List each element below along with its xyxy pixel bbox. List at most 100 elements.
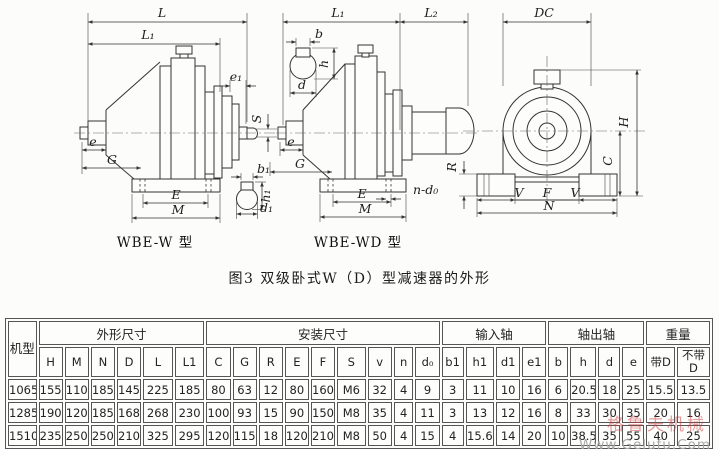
middle-drawing-label: WBE-WD 型 — [314, 235, 402, 251]
table-row: 1285 190 120 185 168 268 230 100 93 15 9… — [8, 402, 710, 423]
cell: 225 — [143, 379, 173, 400]
cell: 20 — [522, 425, 547, 446]
dim-label-e: e — [89, 134, 96, 149]
cell: 16 — [522, 402, 547, 423]
figure-caption: 图3 双级卧式W（D）型减速器的外形 — [228, 271, 491, 287]
cell: 11 — [465, 379, 495, 400]
cell: M8 — [337, 402, 366, 423]
dim-label-b: b — [315, 26, 323, 41]
cell: 115 — [232, 425, 257, 446]
dim-label-e1: e₁ — [230, 69, 242, 84]
cell: 15 — [415, 425, 440, 446]
cell: 155 — [38, 379, 63, 400]
cell: 90 — [284, 402, 309, 423]
dim-label-E: E — [170, 187, 180, 202]
dim-label-V: V — [514, 185, 525, 200]
cell: 235 — [38, 425, 63, 446]
col-header-N: N — [90, 347, 115, 377]
cell: 210 — [116, 425, 142, 446]
cell: 33 — [570, 402, 597, 423]
cell: 120 — [206, 425, 231, 446]
cell: 80 — [206, 379, 231, 400]
dim-label-N: N — [543, 198, 556, 213]
cell: 4 — [393, 402, 414, 423]
cell: 4 — [441, 425, 464, 446]
cell: 190 — [38, 402, 63, 423]
cell: 93 — [232, 402, 257, 423]
cell: 55 — [622, 425, 645, 446]
left-drawing-label: WBE-W 型 — [117, 235, 193, 251]
dim-label-M: M — [358, 201, 373, 216]
cell: 250 — [64, 425, 89, 446]
cell: 12 — [496, 402, 521, 423]
header-group-mounting-dims: 安装尺寸 — [206, 321, 440, 345]
cell: 325 — [143, 425, 173, 446]
col-header-e1: e1 — [522, 347, 547, 377]
cell: 14 — [496, 425, 521, 446]
cell: 15.5 — [646, 379, 675, 400]
drawing-wbe-wd-side-view: b h d — [269, 5, 480, 251]
col-header-G: G — [232, 347, 257, 377]
dim-label-DC: DC — [533, 5, 554, 20]
cell: 18 — [258, 425, 283, 446]
cell: 40 — [646, 425, 675, 446]
col-header-L1: L1 — [174, 347, 205, 377]
cell: 20.5 — [570, 379, 597, 400]
col-header-d1: d1 — [496, 347, 521, 377]
cell: 168 — [116, 402, 142, 423]
col-header-d0: d₀ — [415, 347, 440, 377]
col-header-b1: b1 — [441, 347, 464, 377]
cell: 3 — [441, 402, 464, 423]
col-header-h: h — [570, 347, 597, 377]
cell: 32 — [367, 379, 392, 400]
dim-label-e: e — [287, 134, 294, 149]
cell: 6 — [548, 379, 569, 400]
col-header-S: S — [337, 347, 366, 377]
header-machine-model: 机型 — [8, 321, 37, 377]
cell: 10 — [548, 425, 569, 446]
cell: M6 — [337, 379, 366, 400]
dim-label-M: M — [171, 202, 186, 217]
cell: 50 — [367, 425, 392, 446]
col-header-v: v — [367, 347, 392, 377]
dim-label-h1: h₁ — [258, 189, 273, 202]
header-group-input-shaft: 输入轴 — [441, 321, 547, 345]
dim-label-b1: b₁ — [257, 161, 270, 176]
col-header-L: L — [143, 347, 173, 377]
cell: 15 — [258, 402, 283, 423]
header-group-output-shaft: 轴出轴 — [548, 321, 645, 345]
table-row: 1510 235 250 250 210 325 295 120 115 18 … — [8, 425, 710, 446]
col-header-H: H — [38, 347, 63, 377]
cell: 18 — [598, 379, 621, 400]
cell: 100 — [206, 402, 231, 423]
dim-label-V: V — [570, 185, 581, 200]
cell: 35 — [598, 425, 621, 446]
dim-label-d1: d₁ — [260, 200, 273, 215]
cell: 15.6 — [465, 425, 495, 446]
cell: 160 — [310, 379, 336, 400]
cell: 16 — [522, 379, 547, 400]
dim-label-F: F — [542, 185, 553, 200]
cell: 10 — [496, 379, 521, 400]
cell: 25 — [676, 425, 710, 446]
dim-label-L2: L₂ — [423, 5, 437, 20]
cell: 3 — [441, 379, 464, 400]
cell: 30 — [598, 402, 621, 423]
cell: 16 — [676, 402, 710, 423]
dim-label-H: H — [616, 115, 631, 128]
cell: 185 — [90, 379, 115, 400]
col-header-E: E — [284, 347, 309, 377]
table-row: 1065 155 110 185 145 225 185 80 63 12 80… — [8, 379, 710, 400]
cell: 8 — [548, 402, 569, 423]
dim-label-L: L — [157, 5, 166, 20]
cell: 4 — [393, 425, 414, 446]
col-header-b: b — [548, 347, 569, 377]
dimension-table-wrap: 机型 外形尺寸 安装尺寸 输入轴 轴出轴 重量 H M N D L L1 C G… — [5, 318, 715, 449]
cell: 110 — [64, 379, 89, 400]
col-header-M: M — [64, 347, 89, 377]
input-shaft-key-detail: b₁ h₁ d₁ — [231, 161, 273, 219]
model-cell: 1510 — [8, 425, 37, 446]
dimension-table: 机型 外形尺寸 安装尺寸 输入轴 轴出轴 重量 H M N D L L1 C G… — [5, 318, 713, 449]
cell: 295 — [174, 425, 205, 446]
